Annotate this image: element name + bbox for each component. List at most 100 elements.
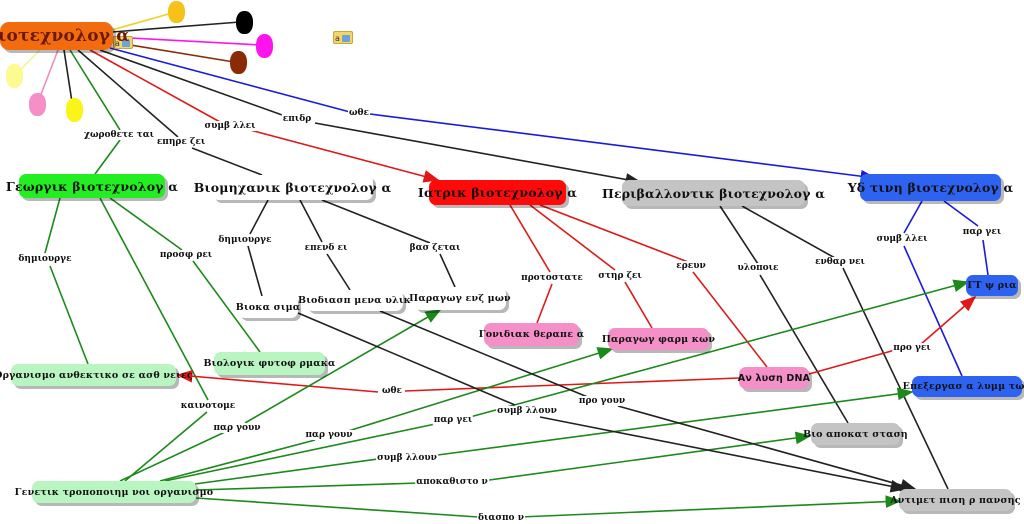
link-bioplastics-pollution bbox=[379, 310, 591, 399]
link-gmo-enzymes-b bbox=[244, 309, 442, 424]
node-biofuels[interactable]: Βιοκα σιμα bbox=[236, 296, 300, 318]
link-gmo-bioremediation bbox=[195, 482, 421, 491]
link-industrial-biofuels bbox=[249, 199, 269, 235]
link-label-medical-gene: προτοστατε bbox=[520, 273, 584, 283]
link-biofuels-pollution bbox=[297, 312, 516, 406]
link-root-blob-black bbox=[111, 21, 241, 33]
link-gmo-fuels bbox=[164, 422, 441, 482]
link-agri-resistant-b bbox=[49, 265, 89, 365]
node-pollution-response[interactable]: Αντιμετ πιση ρ πανσης bbox=[890, 489, 1021, 511]
node-biotechnology[interactable]: Βιοτεχνολογ α bbox=[0, 22, 129, 50]
link-root-blob-orange bbox=[111, 12, 173, 31]
link-gmo-pollution-b bbox=[519, 495, 902, 518]
link-label-marine-fuels: παρ γει bbox=[961, 227, 1003, 237]
link-label-root-environmental: επιδρ bbox=[281, 114, 313, 124]
link-agri-resistant bbox=[44, 197, 61, 254]
link-label-gmo-enzymes: παρ γουν bbox=[212, 423, 262, 433]
link-dna-fuels-b bbox=[919, 295, 977, 346]
brown-blob bbox=[230, 51, 247, 74]
link-root-environmental-b bbox=[314, 122, 642, 186]
link-label-dna-fuels: προ γει bbox=[892, 343, 932, 353]
pen-icon bbox=[121, 40, 130, 47]
node-marine-biotech[interactable]: Υδ τινη βιοτεχνολογ α bbox=[848, 174, 1013, 201]
node-resistant-organisms[interactable]: Οργανισμο ανθεκτικο σε ασθ νειες bbox=[0, 364, 193, 386]
link-dna-resistant bbox=[404, 377, 740, 392]
link-label-gmo-drug: παρ γουν bbox=[304, 430, 354, 440]
node-bioremediation[interactable]: Βιο αποκατ σταση bbox=[803, 423, 908, 445]
link-root-blob-magenta bbox=[111, 36, 261, 46]
link-agri-gmo bbox=[99, 197, 209, 401]
node-gmo[interactable]: Γενετικ τροποποιημ νοι οργανισμο bbox=[15, 481, 213, 503]
node-gene-therapy[interactable]: Γονιδιακ θεραπε α bbox=[479, 323, 584, 346]
pale-yellow-blob bbox=[6, 64, 23, 88]
yellow-blob bbox=[66, 98, 83, 122]
pink-blob bbox=[29, 93, 46, 116]
link-root-blob-yellow bbox=[63, 49, 73, 103]
link-root-marine-b bbox=[369, 113, 877, 183]
node-fuels[interactable]: ΓΤ ψ ρια bbox=[966, 275, 1018, 296]
node-enzymes[interactable]: Παραγωγ ενζ μων bbox=[409, 287, 511, 310]
pen-icon bbox=[341, 35, 350, 42]
link-industrial-bioplastics bbox=[299, 199, 323, 243]
node-agricultural-biotech[interactable]: Γεωργικ βιοτεχνολογ α bbox=[6, 174, 178, 198]
magenta-blob bbox=[256, 34, 273, 58]
link-label-gmo-algae: συμβ λλουν bbox=[376, 453, 438, 463]
link-medical-gene bbox=[509, 204, 551, 273]
link-root-medical bbox=[89, 49, 221, 123]
link-gmo-fuels-b bbox=[469, 279, 970, 418]
link-medical-dna bbox=[539, 204, 689, 263]
node-biopesticides[interactable]: Βιολογικ φυτοφ ρμακα bbox=[203, 352, 335, 375]
link-medical-drug bbox=[529, 204, 616, 271]
yellow-orange-blob bbox=[168, 1, 185, 23]
link-label-root-medical: συμβ λλει bbox=[203, 121, 257, 131]
link-env-pollution-b bbox=[842, 267, 949, 490]
link-gmo-algae bbox=[194, 457, 386, 485]
link-marine-fuels-b bbox=[982, 239, 989, 276]
link-root-industrial-b bbox=[191, 147, 263, 176]
node-algae-processing[interactable]: Επεξεργασ α λυμμ των bbox=[903, 376, 1024, 397]
link-label-industrial-biofuels: δημιουργε bbox=[217, 235, 273, 245]
node-medical-biotech[interactable]: Ιατρικ βιοτεχνολογ α bbox=[418, 180, 577, 205]
link-bioplastics-pollution-b bbox=[617, 405, 917, 492]
link-label-root-marine: ωθε bbox=[347, 108, 371, 118]
link-label-root-industrial: επηρε ζει bbox=[155, 137, 207, 147]
link-gmo-pollution bbox=[195, 497, 479, 518]
link-medical-drug-b bbox=[624, 281, 653, 329]
link-medical-dna-b bbox=[692, 271, 768, 368]
black-blob bbox=[236, 11, 253, 34]
link-label-industrial-enzymes: βασ ζεται bbox=[408, 243, 462, 253]
link-agri-biopesticides bbox=[109, 197, 183, 251]
link-label-gmo-pollution: διασπο ν bbox=[477, 513, 525, 523]
link-marine-algae-b bbox=[903, 245, 963, 377]
link-label-industrial-bioplastics: επενδ ει bbox=[303, 243, 349, 253]
node-dna-analysis[interactable]: Αν λυση DNA bbox=[738, 367, 810, 389]
link-label-env-pollution: ενθαρ νει bbox=[814, 257, 866, 267]
link-root-agri bbox=[69, 49, 121, 131]
link-gmo-algae-b bbox=[429, 387, 914, 457]
link-industrial-bioplastics-b bbox=[326, 253, 351, 291]
link-root-agri-b bbox=[94, 139, 121, 175]
link-medical-gene-b bbox=[536, 283, 553, 324]
link-label-agri-resistant: δημιουργε bbox=[17, 254, 73, 264]
node-drug-production[interactable]: Παραγωγ φαρμ κων bbox=[602, 328, 715, 350]
link-env-bioremediation-b bbox=[759, 274, 849, 424]
link-root-medical-b bbox=[249, 129, 440, 183]
link-industrial-enzymes bbox=[321, 199, 431, 244]
link-label-biofuels-pollution: συμβ λλουν bbox=[496, 406, 558, 416]
link-root-environmental bbox=[99, 49, 286, 117]
link-label-medical-dna: ερευν bbox=[675, 261, 707, 271]
note-icon[interactable]: a bbox=[333, 31, 353, 44]
link-env-pollution bbox=[741, 205, 836, 259]
node-industrial-biotech[interactable]: Βιομηχανικ βιοτεχνολογ α bbox=[194, 175, 391, 200]
node-bioplastics[interactable]: Βιοδιασπ μενα υλικ bbox=[298, 290, 411, 311]
link-marine-fuels bbox=[943, 200, 979, 227]
link-label-env-bioremediation: υλοποιε bbox=[736, 263, 780, 273]
link-label-agri-gmo: καινοτομε bbox=[179, 401, 237, 411]
link-gmo-drug bbox=[159, 439, 316, 482]
link-agri-gmo-b bbox=[124, 411, 208, 482]
link-label-dna-resistant: ωθε bbox=[380, 386, 404, 396]
link-marine-algae bbox=[903, 200, 923, 234]
link-gmo-bioremediation-b bbox=[481, 431, 812, 482]
node-environmental-biotech[interactable]: Περιβαλλοντικ βιοτεχνολογ α bbox=[602, 180, 825, 206]
note-icon[interactable]: a bbox=[113, 36, 133, 49]
